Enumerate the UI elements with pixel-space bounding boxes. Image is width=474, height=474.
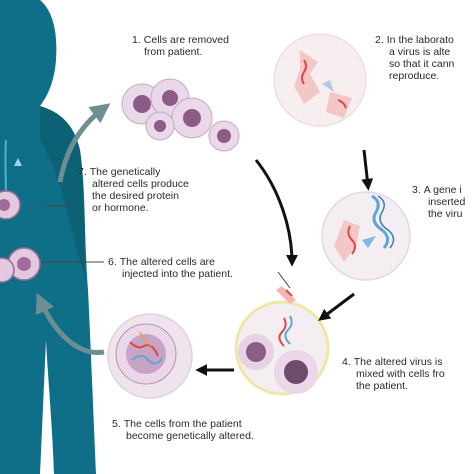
gene-insert-circle xyxy=(321,191,411,281)
patient-body-silhouette xyxy=(0,0,96,474)
process-arrows xyxy=(195,149,374,376)
step-3-label: 3.A gene i inserted the viru xyxy=(412,184,466,220)
label-leader-lines xyxy=(42,205,291,289)
cells-in-body xyxy=(0,158,41,283)
virus-lab-circle xyxy=(273,33,367,127)
step-1-label: 1.Cells are removed from patient. xyxy=(132,34,229,58)
altered-cell-circle xyxy=(107,313,193,399)
step-6-label: 6.The altered cells are injected into th… xyxy=(108,256,233,280)
body-flow-arrows xyxy=(35,103,111,355)
step-4-label: 4.The altered virus is mixed with cells … xyxy=(342,356,445,392)
removed-cells-cluster xyxy=(121,78,240,152)
step-5-label: 5.The cells from the patient become gene… xyxy=(112,418,254,442)
step-7-label: 7.The genetically altered cells produce … xyxy=(78,166,189,214)
virus-cells-mix-circle xyxy=(234,300,330,396)
step-2-label: 2.In the laborato a virus is alte so tha… xyxy=(375,34,455,82)
syringe-tip-icon xyxy=(276,286,296,304)
